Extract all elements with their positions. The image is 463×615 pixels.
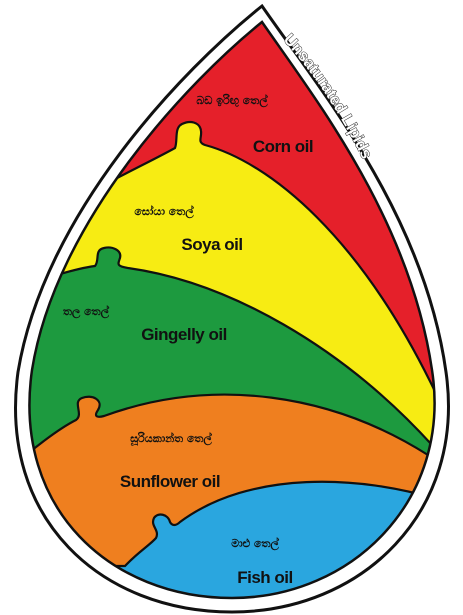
soya-oil-label-si: සෝයා තෙල්: [134, 204, 194, 220]
corn-oil-label-si: බඩ ඉරිඟු තෙල්: [196, 93, 268, 109]
sunflower-oil-label-si: සූරියකාන්ත තෙල්: [130, 431, 213, 447]
corn-oil-label-en: Corn oil: [253, 137, 313, 156]
gingelly-oil-label-si: තල තෙල්: [63, 304, 110, 320]
fish-oil-label-si: මාළු තෙල්: [231, 536, 280, 552]
soya-oil-label-en: Soya oil: [181, 235, 242, 254]
gingelly-oil-label-en: Gingelly oil: [141, 325, 227, 344]
sunflower-oil-label-en: Sunflower oil: [120, 472, 220, 491]
fish-oil-label-en: Fish oil: [237, 568, 293, 587]
